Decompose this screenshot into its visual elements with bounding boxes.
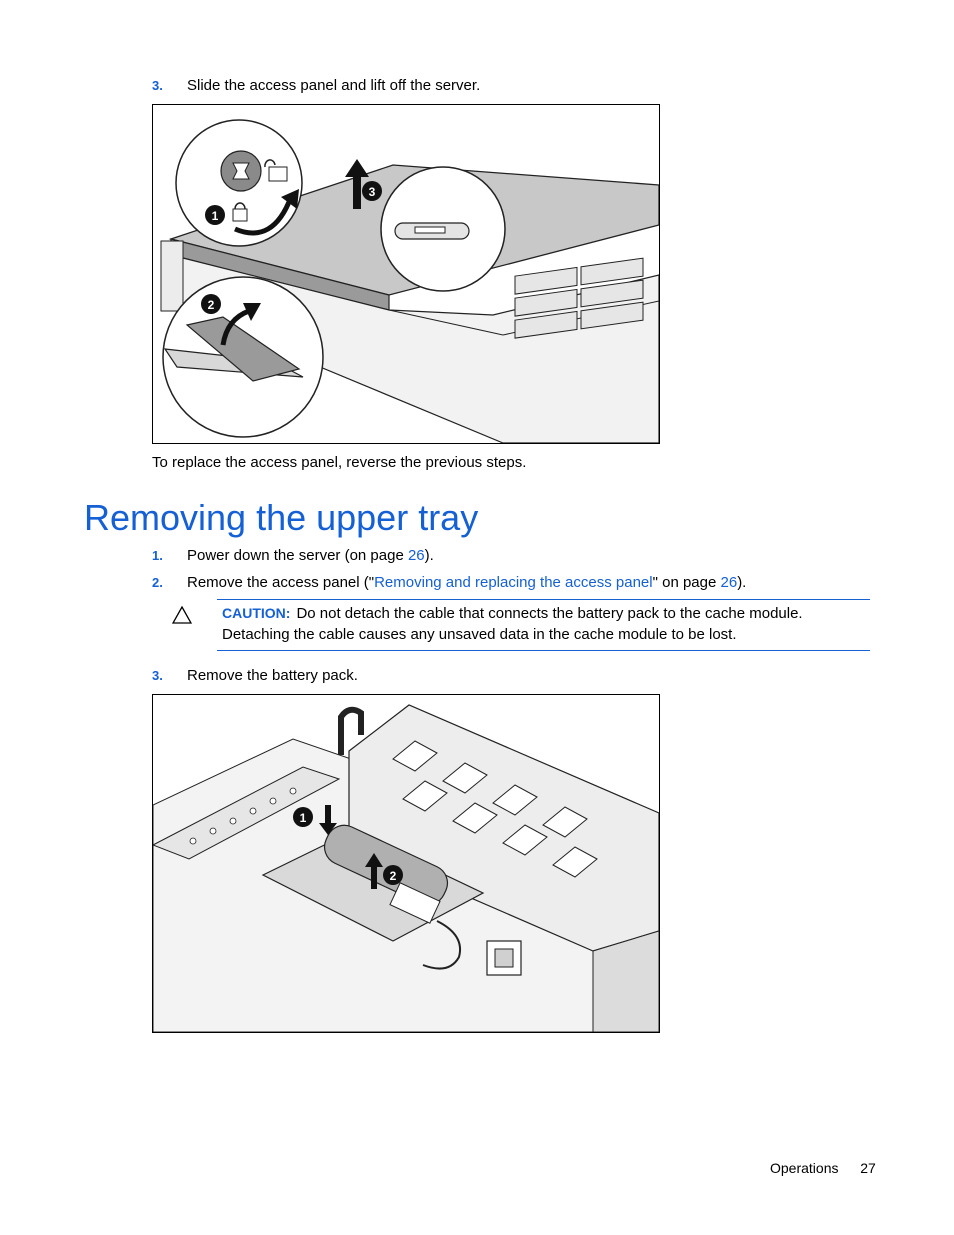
cage-vent-openings (392, 740, 598, 878)
step-text: Power down the server (on page 26). (187, 547, 434, 565)
page-link[interactable]: 26 (720, 574, 738, 591)
torx-head (232, 162, 250, 180)
callout-1-label: 1 (300, 811, 307, 825)
callout-1-label: 1 (212, 209, 219, 223)
page-footer: Operations 27 (770, 1160, 876, 1176)
caution-bottom-rule (217, 650, 870, 651)
step-3-top: 3. Slide the access panel and lift off t… (152, 77, 672, 95)
step-1: 1. Power down the server (on page 26). (152, 547, 852, 565)
step-number: 3. (152, 78, 163, 93)
figure-battery-pack-removal: 1 2 (152, 694, 660, 1033)
callout-2-label: 2 (208, 298, 215, 312)
caution-line-2: Detaching the cable causes any unsaved d… (222, 626, 737, 643)
step-number: 1. (152, 548, 163, 563)
lift-latch-arrow-head (243, 303, 261, 321)
rail-holes (189, 787, 297, 845)
callout-3-label: 3 (369, 185, 376, 199)
lift-latch-arrow-icon (220, 308, 250, 346)
caution-top-rule (217, 599, 870, 600)
callout-1-icon (205, 205, 225, 225)
drive-bays (514, 257, 644, 339)
cache-module-chip (494, 948, 514, 968)
callout-1-icon (293, 807, 313, 827)
step-text-after: ). (737, 574, 747, 591)
step-number: 2. (152, 575, 163, 590)
rack-ear (160, 240, 184, 312)
front-grille (592, 930, 659, 1032)
battery-pack-illustration: 1 2 (153, 704, 659, 1032)
caution-label: CAUTION: (222, 605, 291, 621)
step-text: Remove the access panel ("Removing and r… (187, 574, 746, 592)
step-text-middle: " on page (652, 574, 721, 591)
callout-2-icon (383, 865, 403, 885)
unlock-shackle (264, 159, 276, 168)
step-number: 3. (152, 668, 163, 683)
caution-text: CAUTION: Do not detach the cable that con… (222, 603, 867, 645)
step-2: 2. Remove the access panel ("Removing an… (152, 574, 872, 592)
unlock-icon (268, 166, 288, 182)
replace-note: To replace the access panel, reverse the… (152, 454, 527, 471)
rotate-arrow-head (281, 189, 299, 209)
chassis-line (388, 309, 504, 336)
step-text: Remove the battery pack. (187, 667, 358, 684)
footer-section: Operations (770, 1160, 839, 1176)
page-link[interactable]: 26 (407, 547, 425, 564)
latch-lever (185, 316, 301, 382)
lock-icon (232, 208, 248, 222)
callout-3-icon (362, 181, 382, 201)
callout-2-label: 2 (390, 869, 397, 883)
caution-warning-icon (171, 605, 193, 624)
cross-reference-link[interactable]: Removing and replacing the access panel (374, 574, 653, 591)
rotate-arrow-icon (234, 196, 294, 236)
access-panel-illustration: 3 1 2 (160, 119, 659, 443)
step-text-before: Power down the server (on page (187, 547, 408, 564)
tray-handle (338, 706, 364, 755)
latch-handle (414, 226, 446, 234)
lock-shackle (234, 202, 246, 210)
section-title: Removing the upper tray (84, 497, 479, 538)
lift-arrow-icon (345, 159, 369, 209)
caution-line-1: Do not detach the cable that connects th… (296, 605, 803, 622)
press-down-arrow-icon (319, 805, 337, 835)
step-3: 3. Remove the battery pack. (152, 667, 672, 685)
callout-2-icon (201, 294, 221, 314)
step-text-after: ). (424, 547, 434, 564)
battery-pack (323, 824, 449, 906)
battery-connector (389, 882, 441, 924)
step-text-before: Remove the access panel (" (187, 574, 375, 591)
battery-cable (422, 920, 461, 970)
lift-up-arrow-icon (365, 853, 383, 889)
footer-page-number: 27 (860, 1160, 876, 1176)
figure-access-panel-removal: 3 1 2 (152, 104, 660, 444)
step-text: Slide the access panel and lift off the … (187, 77, 481, 94)
